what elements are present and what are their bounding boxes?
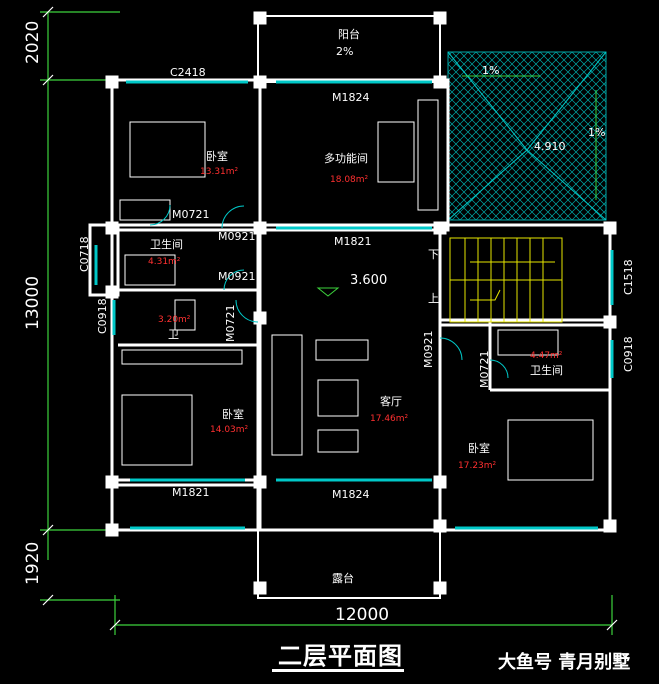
label-stair-down: 下 xyxy=(428,248,439,261)
dimension-lines xyxy=(40,11,613,635)
label-balcony-top: 阳台 xyxy=(338,27,360,41)
code-m0921-a: M0921 xyxy=(218,230,256,243)
code-m0721-c: M0721 xyxy=(478,351,491,389)
title-underline xyxy=(272,669,404,672)
bottom-terrace xyxy=(257,529,441,599)
code-m0721-a: M0721 xyxy=(172,208,210,221)
roof-hatch xyxy=(447,51,607,221)
furniture xyxy=(119,99,594,481)
code-m0921-c: M0921 xyxy=(422,331,435,369)
label-floor-elev: 3.600 xyxy=(350,273,387,288)
code-m1824-top: M1824 xyxy=(332,91,370,104)
code-c0918-e: C0918 xyxy=(622,336,635,372)
door-swings xyxy=(149,204,509,379)
dim-overall-height: 13000 xyxy=(23,276,43,330)
label-stair-up: 上 xyxy=(428,292,439,305)
label-roof-elev: 4.910 xyxy=(534,140,566,153)
label-bedroom-nw: 卧室 xyxy=(206,149,228,163)
area-living: 17.46m² xyxy=(370,414,409,424)
label-living: 客厅 xyxy=(380,394,402,408)
dimension-ticks xyxy=(42,6,618,631)
dim-bottom-offset: 1920 xyxy=(23,542,43,585)
watermark: 大鱼号 青月别墅 xyxy=(498,652,631,673)
area-bathroom-east: 4.47m² xyxy=(530,351,563,361)
roof-slope-arrows xyxy=(462,75,597,200)
area-multifunction: 18.08m² xyxy=(330,175,369,185)
area-bath-small: 3.20m² xyxy=(158,315,191,325)
label-bedroom-sw: 卧室 xyxy=(222,407,244,421)
area-bathroom-upper: 4.31m² xyxy=(148,257,181,267)
label-bedroom-se: 卧室 xyxy=(468,441,490,455)
drawing-title: 二层平面图 xyxy=(278,642,403,670)
roof-ridges xyxy=(447,51,607,221)
label-multifunction: 多功能间 xyxy=(324,151,368,165)
code-c0918-w: C0918 xyxy=(96,298,109,334)
label-bathroom-upper: 卫生间 xyxy=(150,237,183,251)
code-m1821-bottom: M1821 xyxy=(172,486,210,499)
code-c1518: C1518 xyxy=(622,259,635,295)
label-roof-slope-top: 1% xyxy=(482,64,499,77)
code-c0718: C0718 xyxy=(78,236,91,272)
label-bath-small: 卫 xyxy=(168,328,179,341)
columns xyxy=(105,11,617,595)
area-bedroom-se: 17.23m² xyxy=(458,461,497,471)
dim-overall-width: 12000 xyxy=(335,605,389,625)
code-c2418: C2418 xyxy=(170,66,206,79)
code-m0721-b: M0721 xyxy=(224,305,237,343)
windows xyxy=(94,80,614,530)
label-bathroom-east: 卫生间 xyxy=(530,363,563,377)
code-m1824-bottom: M1824 xyxy=(332,488,370,501)
staircase xyxy=(449,237,563,323)
area-bedroom-sw: 14.03m² xyxy=(210,425,249,435)
dim-top-offset: 2020 xyxy=(23,21,43,64)
area-bedroom-nw: 13.31m² xyxy=(200,167,239,177)
code-m0921-b: M0921 xyxy=(218,270,256,283)
label-roof-slope-side: 1% xyxy=(588,126,605,139)
code-m1821-mid: M1821 xyxy=(334,235,372,248)
elevation-marker xyxy=(316,287,340,297)
label-terrace: 露台 xyxy=(332,571,354,585)
label-balcony-slope: 2% xyxy=(336,45,353,58)
